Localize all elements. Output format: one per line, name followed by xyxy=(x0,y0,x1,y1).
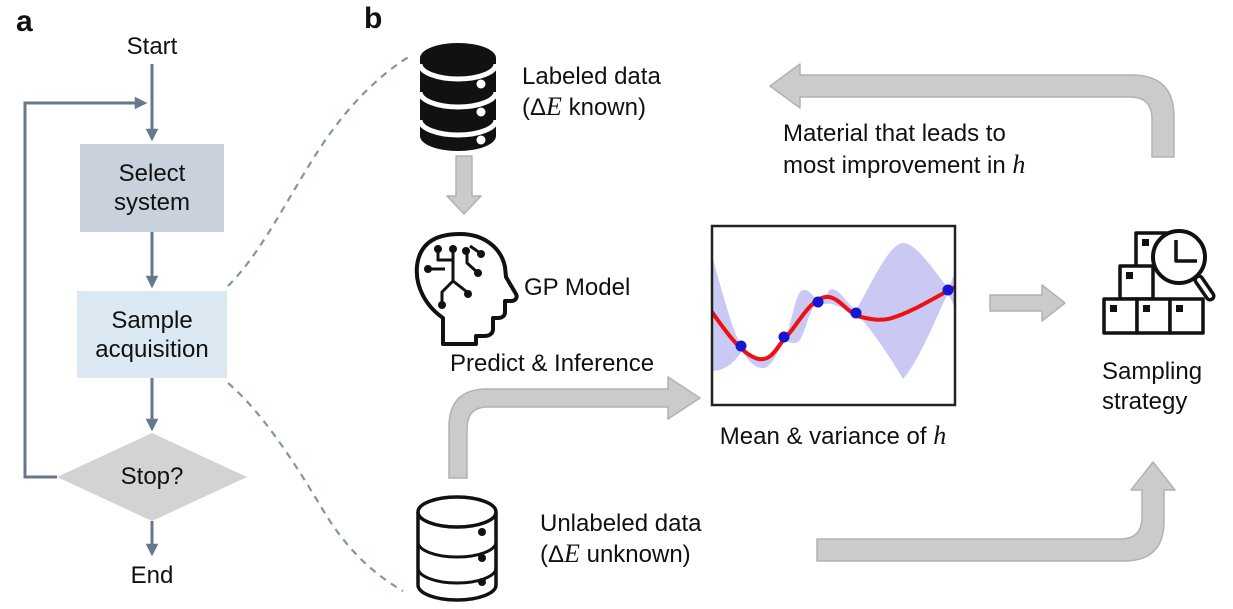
gp-head-icon xyxy=(414,232,519,346)
feedback-loop-line xyxy=(23,96,148,479)
variance-band xyxy=(712,243,955,379)
panel-b-label: b xyxy=(364,2,383,35)
sample-acquisition-label: Sample acquisition xyxy=(95,306,209,363)
plot-border xyxy=(710,224,957,407)
gp-model-label: GP Model xyxy=(524,274,631,301)
data-point xyxy=(850,307,862,319)
arrow-labeled-to-gp xyxy=(446,155,482,215)
unlabeled-data-label: Unlabeled data (ΔE unknown) xyxy=(540,510,702,568)
sampling-boxes-icon xyxy=(1102,229,1216,335)
panel-a-label: a xyxy=(16,5,33,38)
material-label: Material that leads to most improvement … xyxy=(783,120,1026,179)
arrow-unlabeled-to-sampling xyxy=(816,461,1176,562)
dashed-link-lower xyxy=(227,382,404,592)
labeled-data-label: Labeled data (ΔE known) xyxy=(522,63,661,121)
gp-plot xyxy=(710,224,957,407)
start-label: Start xyxy=(126,33,178,60)
magnifier-icon xyxy=(1151,229,1216,302)
predict-inference-label: Predict & Inference xyxy=(450,350,655,377)
select-system-box xyxy=(80,144,224,232)
unlabeled-database-icon xyxy=(416,495,498,602)
data-point xyxy=(778,331,790,343)
arrow-return-top xyxy=(769,63,1175,158)
data-point xyxy=(812,296,824,308)
arrow-plot-to-sampling xyxy=(989,284,1066,322)
arrow-predict-inference xyxy=(448,376,701,479)
data-point xyxy=(735,340,747,352)
dashed-link-upper xyxy=(227,55,411,287)
data-point xyxy=(942,284,954,296)
sample-acquisition-box xyxy=(77,291,227,378)
labeled-database-icon xyxy=(417,43,499,151)
stop-diamond xyxy=(57,433,247,521)
end-label: End xyxy=(130,562,174,589)
mean-curve xyxy=(712,285,955,362)
sampling-strategy-label: Sampling strategy xyxy=(1102,358,1203,415)
select-system-label: Select system xyxy=(113,160,190,216)
mean-variance-label: Mean & variance of h xyxy=(719,421,947,450)
stop-label: Stop? xyxy=(120,463,184,490)
